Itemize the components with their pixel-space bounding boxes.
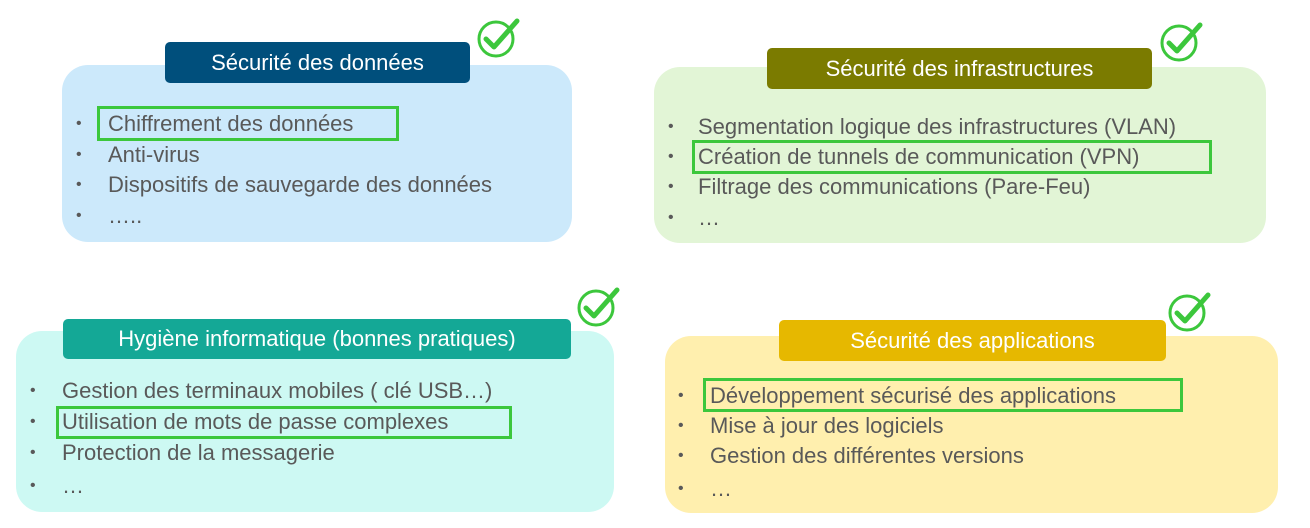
bullet-icon: • <box>668 178 674 195</box>
list-item: Protection de la messagerie <box>62 440 335 465</box>
panel-background <box>654 67 1266 243</box>
checkmark-icon <box>1166 291 1212 333</box>
bullet-icon: • <box>30 382 36 399</box>
list-item: … <box>62 473 84 498</box>
list-item: Mise à jour des logiciels <box>710 413 944 438</box>
list-item: … <box>698 205 720 230</box>
list-item: Création de tunnels de communication (VP… <box>698 144 1140 169</box>
bullet-icon: • <box>76 146 82 163</box>
panel-background <box>16 331 614 512</box>
list-item: Utilisation de mots de passe complexes <box>62 409 449 434</box>
list-item: Filtrage des communications (Pare-Feu) <box>698 174 1091 199</box>
checkmark-icon <box>475 17 521 59</box>
bullet-icon: • <box>30 477 36 494</box>
panel-title: Hygiène informatique (bonnes pratiques) <box>63 319 571 359</box>
panel-background <box>665 336 1278 513</box>
panel-title: Sécurité des données <box>165 42 470 83</box>
bullet-icon: • <box>678 480 684 497</box>
list-item: Gestion des différentes versions <box>710 443 1024 468</box>
highlight-box <box>692 140 1212 174</box>
bullet-icon: • <box>678 447 684 464</box>
bullet-icon: • <box>668 118 674 135</box>
bullet-icon: • <box>76 176 82 193</box>
highlight-box <box>703 378 1183 412</box>
list-item: Anti-virus <box>108 142 200 167</box>
list-item: Développement sécurisé des applications <box>710 383 1117 408</box>
panel-title: Sécurité des infrastructures <box>767 48 1152 89</box>
checkmark-icon <box>1158 21 1204 63</box>
bullet-icon: • <box>678 387 684 404</box>
bullet-icon: • <box>30 413 36 430</box>
highlight-box <box>56 406 512 439</box>
list-item: Gestion des terminaux mobiles ( clé USB…… <box>62 378 493 403</box>
bullet-icon: • <box>30 444 36 461</box>
list-item: Chiffrement des données <box>108 111 354 136</box>
bullet-icon: • <box>668 209 674 226</box>
highlight-box <box>97 106 399 141</box>
list-item: … <box>710 476 732 501</box>
bullet-icon: • <box>76 207 82 224</box>
list-item: Segmentation logique des infrastructures… <box>698 114 1177 139</box>
bullet-icon: • <box>668 148 674 165</box>
bullet-icon: • <box>76 115 82 132</box>
checkmark-icon <box>575 286 621 328</box>
bullet-icon: • <box>678 417 684 434</box>
list-item: Dispositifs de sauvegarde des données <box>108 172 493 197</box>
list-item: ….. <box>108 203 143 228</box>
panel-background <box>62 65 572 242</box>
panel-title: Sécurité des applications <box>779 320 1166 361</box>
